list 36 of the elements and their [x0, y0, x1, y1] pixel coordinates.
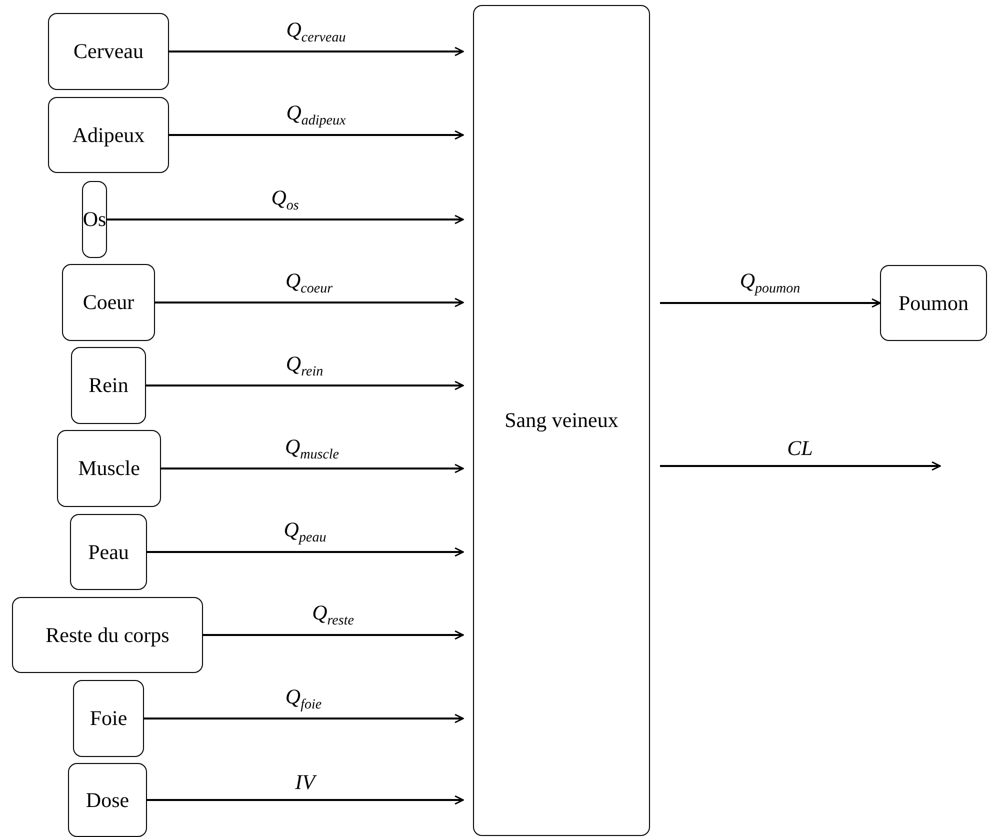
- arrow: [660, 298, 881, 308]
- node-label: Cerveau: [74, 39, 144, 64]
- compartment-panel: [473, 5, 650, 836]
- arrow: [147, 795, 464, 805]
- node-label: Poumon: [898, 290, 968, 316]
- node-label: Foie: [90, 706, 128, 731]
- arrow: [169, 130, 464, 140]
- arrow: [161, 464, 464, 474]
- organ-box: [48, 13, 169, 90]
- arrow: [144, 714, 464, 724]
- node-label: Coeur: [82, 290, 134, 315]
- node-label: Peau: [88, 540, 129, 564]
- organ-box: [82, 181, 107, 258]
- node-label: Os: [82, 207, 106, 232]
- node-label: Adipeux: [72, 122, 145, 148]
- organ-box: [57, 430, 161, 507]
- organ-box: [73, 680, 144, 757]
- organ-box: [62, 264, 155, 341]
- node-label: Reste du corps: [46, 622, 170, 648]
- organ-box: [68, 763, 147, 837]
- arrow: [660, 461, 941, 471]
- organ-box: [880, 265, 987, 341]
- organ-box: [70, 514, 147, 590]
- arrow: [155, 298, 464, 308]
- arrow: [107, 214, 464, 224]
- arrow: [169, 46, 464, 56]
- node-label: Sang veineux: [504, 408, 618, 433]
- arrow: [146, 380, 464, 390]
- arrow: [203, 630, 464, 640]
- node-label: Muscle: [78, 456, 140, 481]
- node-label: Dose: [86, 788, 130, 812]
- organ-box: [48, 97, 169, 173]
- organ-box: [12, 597, 203, 673]
- arrow: [147, 547, 464, 557]
- organ-box: [71, 347, 146, 424]
- node-label: Rein: [88, 373, 128, 398]
